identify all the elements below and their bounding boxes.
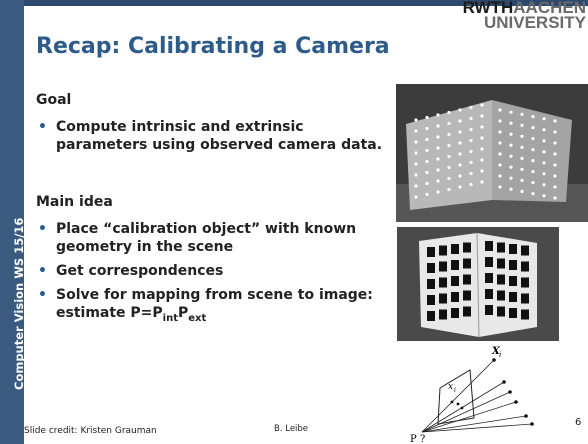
bullet-icon: •	[38, 221, 47, 237]
bullet-icon: •	[38, 119, 47, 135]
sidebar-bar: Computer Vision WS 15/16	[0, 0, 26, 444]
slide-credit: Slide credit: Kristen Grauman	[24, 426, 157, 436]
bullet-icon: •	[38, 263, 47, 279]
top-bar	[24, 0, 588, 6]
label-p: P ?	[410, 434, 425, 444]
university-logo: RWTHAACHEN UNIVERSITY	[462, 0, 586, 32]
course-label: Computer Vision WS 15/16	[12, 217, 26, 390]
main-bullet-1: •Place “calibration object” with known g…	[38, 221, 357, 255]
bullet-icon: •	[38, 287, 47, 303]
svg-text:i: i	[454, 387, 456, 394]
label-xi-mid: x	[448, 382, 453, 392]
goal-bullet: •Compute intrinsic and extrinsic paramet…	[38, 119, 383, 153]
author-label: B. Leibe	[274, 424, 309, 434]
projection-diagram: X i x i P ?	[410, 346, 534, 444]
main-bullet-2: •Get correspondences	[38, 263, 224, 279]
slide-title: Recap: Calibrating a Camera	[36, 34, 390, 59]
main-bullet-3: •Solve for mapping from scene to image: …	[38, 287, 373, 324]
page-number: 6	[575, 417, 582, 428]
label-xi-top: X	[491, 346, 501, 357]
svg-text:i: i	[499, 351, 501, 359]
main-idea-heading: Main idea	[36, 194, 113, 210]
calibration-corner-photo	[396, 84, 588, 222]
goal-heading: Goal	[36, 92, 72, 108]
calibration-cube-photo	[397, 227, 559, 341]
